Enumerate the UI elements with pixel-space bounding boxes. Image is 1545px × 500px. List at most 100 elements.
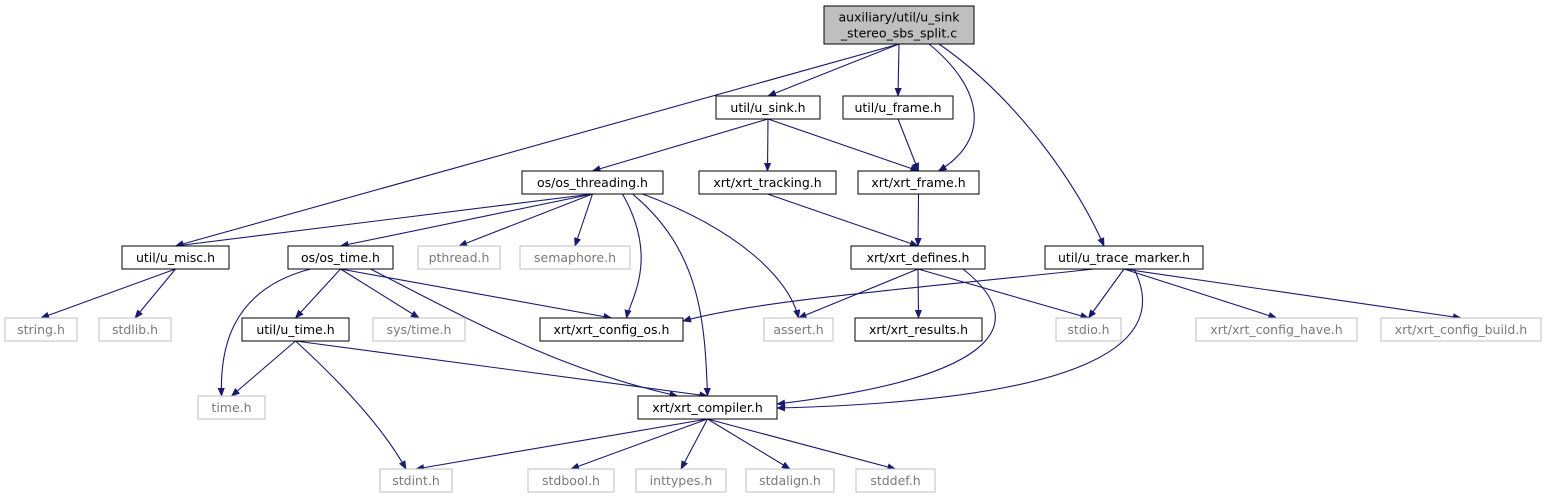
node-label: util/u_sink.h [730,100,805,115]
node-inttypes: inttypes.h [635,468,727,493]
node-label: stdio.h [1067,322,1109,337]
node-label: xrt/xrt_frame.h [871,175,965,190]
node-label: auxiliary/util/u_sink [838,10,960,25]
edge-u_trace_marker-to-xrt_compiler [776,268,1143,412]
edge-root-to-xrt_frame [928,43,975,172]
edge-os_time-to-xrt_compiler [370,268,679,398]
edge-xrt_tracking-to-xrt_defines [767,193,919,247]
node-u_misc[interactable]: util/u_misc.h [121,245,230,270]
node-box [855,468,936,493]
edge-os_threading-to-u_misc [174,193,593,249]
node-box [98,317,172,342]
node-label: util/u_frame.h [854,100,941,115]
edge-os_threading-to-os_time [339,193,593,248]
edge-xrt_compiler-to-stdalign [707,418,791,470]
node-box [637,395,778,420]
edge-u_sink-to-xrt_frame [767,118,920,172]
node-stdalign: stdalign.h [745,468,835,493]
edge-root-to-u_trace_marker [938,43,1105,247]
edge-xrt_defines-to-xrt_results [914,268,923,319]
edge-u_frame-to-xrt_frame [897,118,920,172]
node-os_time[interactable]: os/os_time.h [287,245,394,270]
edge-u_trace_marker-to-stdio [1087,268,1125,319]
node-label: xrt/xrt_compiler.h [652,400,763,415]
edge-u_sink-to-os_threading [591,118,769,173]
node-xrt_frame[interactable]: xrt/xrt_frame.h [857,170,980,195]
node-label: xrt/xrt_config_os.h [554,322,670,337]
edge-os_threading-to-pthread [458,193,593,247]
node-label: xrt/xrt_config_have.h [1210,322,1342,337]
edge-os_time-to-time [217,268,311,397]
edge-root-to-u_frame [894,43,902,97]
node-box [527,468,615,493]
node-label: util/u_misc.h [136,250,215,265]
node-label: xrt/xrt_results.h [869,322,968,337]
node-string: string.h [4,317,78,342]
node-box [715,95,821,120]
edge-xrt_compiler-to-stddef [707,418,897,471]
edge-u_trace_marker-to-xrt_config_os [682,268,1095,323]
node-pthread: pthread.h [417,245,501,270]
node-u_time[interactable]: util/u_time.h [241,317,350,342]
node-u_sink[interactable]: util/u_sink.h [715,95,821,120]
node-box [763,317,834,342]
node-stdbool: stdbool.h [527,468,615,493]
edge-os_time-to-xrt_config_os [340,268,613,321]
edge-u_trace_marker-to-xrt_config_have [1123,268,1278,319]
edge-os_time-to-sys_time [340,268,420,319]
edge-u_time-to-time [230,340,296,397]
node-box [519,245,631,270]
nodes-layer: auxiliary/util/u_sink_stereo_sbs_split.c… [4,5,1542,493]
node-label: inttypes.h [650,473,713,488]
node-box [121,245,230,270]
node-u_frame[interactable]: util/u_frame.h [842,95,954,120]
node-label: os/os_threading.h [537,175,648,190]
edge-root-to-u_misc [174,43,900,248]
node-box [287,245,394,270]
node-u_trace_marker[interactable]: util/u_trace_marker.h [1044,245,1204,270]
node-os_threading[interactable]: os/os_threading.h [521,170,664,195]
edge-os_threading-to-assert [642,193,801,319]
node-xrt_config_build: xrt/xrt_config_build.h [1380,317,1542,342]
node-root[interactable]: auxiliary/util/u_sink_stereo_sbs_split.c [823,5,975,45]
node-label: xrt/xrt_tracking.h [713,175,821,190]
node-xrt_tracking[interactable]: xrt/xrt_tracking.h [698,170,837,195]
node-xrt_config_have: xrt/xrt_config_have.h [1195,317,1358,342]
node-label: stdalign.h [759,473,821,488]
node-box [372,317,466,342]
node-stddef: stddef.h [855,468,936,493]
node-box [1055,317,1122,342]
node-box [417,245,501,270]
edge-u_time-to-stdint [295,340,407,470]
node-sys_time: sys/time.h [372,317,466,342]
edge-u_misc-to-stdlib [134,268,176,319]
node-box [539,317,684,342]
edge-xrt_defines-to-stdio [917,268,1090,320]
node-xrt_defines[interactable]: xrt/xrt_defines.h [850,245,986,270]
edge-os_threading-to-xrt_config_os [622,193,642,319]
node-label: stdlib.h [112,322,158,337]
node-xrt_config_os[interactable]: xrt/xrt_config_os.h [539,317,684,342]
node-xrt_compiler[interactable]: xrt/xrt_compiler.h [637,395,778,420]
node-label: pthread.h [429,250,490,265]
edge-xrt_defines-to-xrt_compiler [776,268,996,407]
node-box [197,395,266,420]
edge-u_misc-to-string [40,268,176,319]
edge-xrt_compiler-to-inttypes [680,418,708,470]
node-stdlib: stdlib.h [98,317,172,342]
node-label: stddef.h [870,473,920,488]
node-box [4,317,78,342]
node-label: stdint.h [392,473,440,488]
node-label: os/os_time.h [301,250,380,265]
node-box [854,317,983,342]
node-xrt_results[interactable]: xrt/xrt_results.h [854,317,983,342]
node-box [745,468,835,493]
node-box [850,245,986,270]
edge-xrt_frame-to-xrt_defines [914,193,922,247]
node-label: util/u_time.h [256,322,334,337]
node-label: xrt/xrt_defines.h [867,250,970,265]
node-label: string.h [17,322,65,337]
node-box [1195,317,1358,342]
node-stdint: stdint.h [379,468,453,493]
